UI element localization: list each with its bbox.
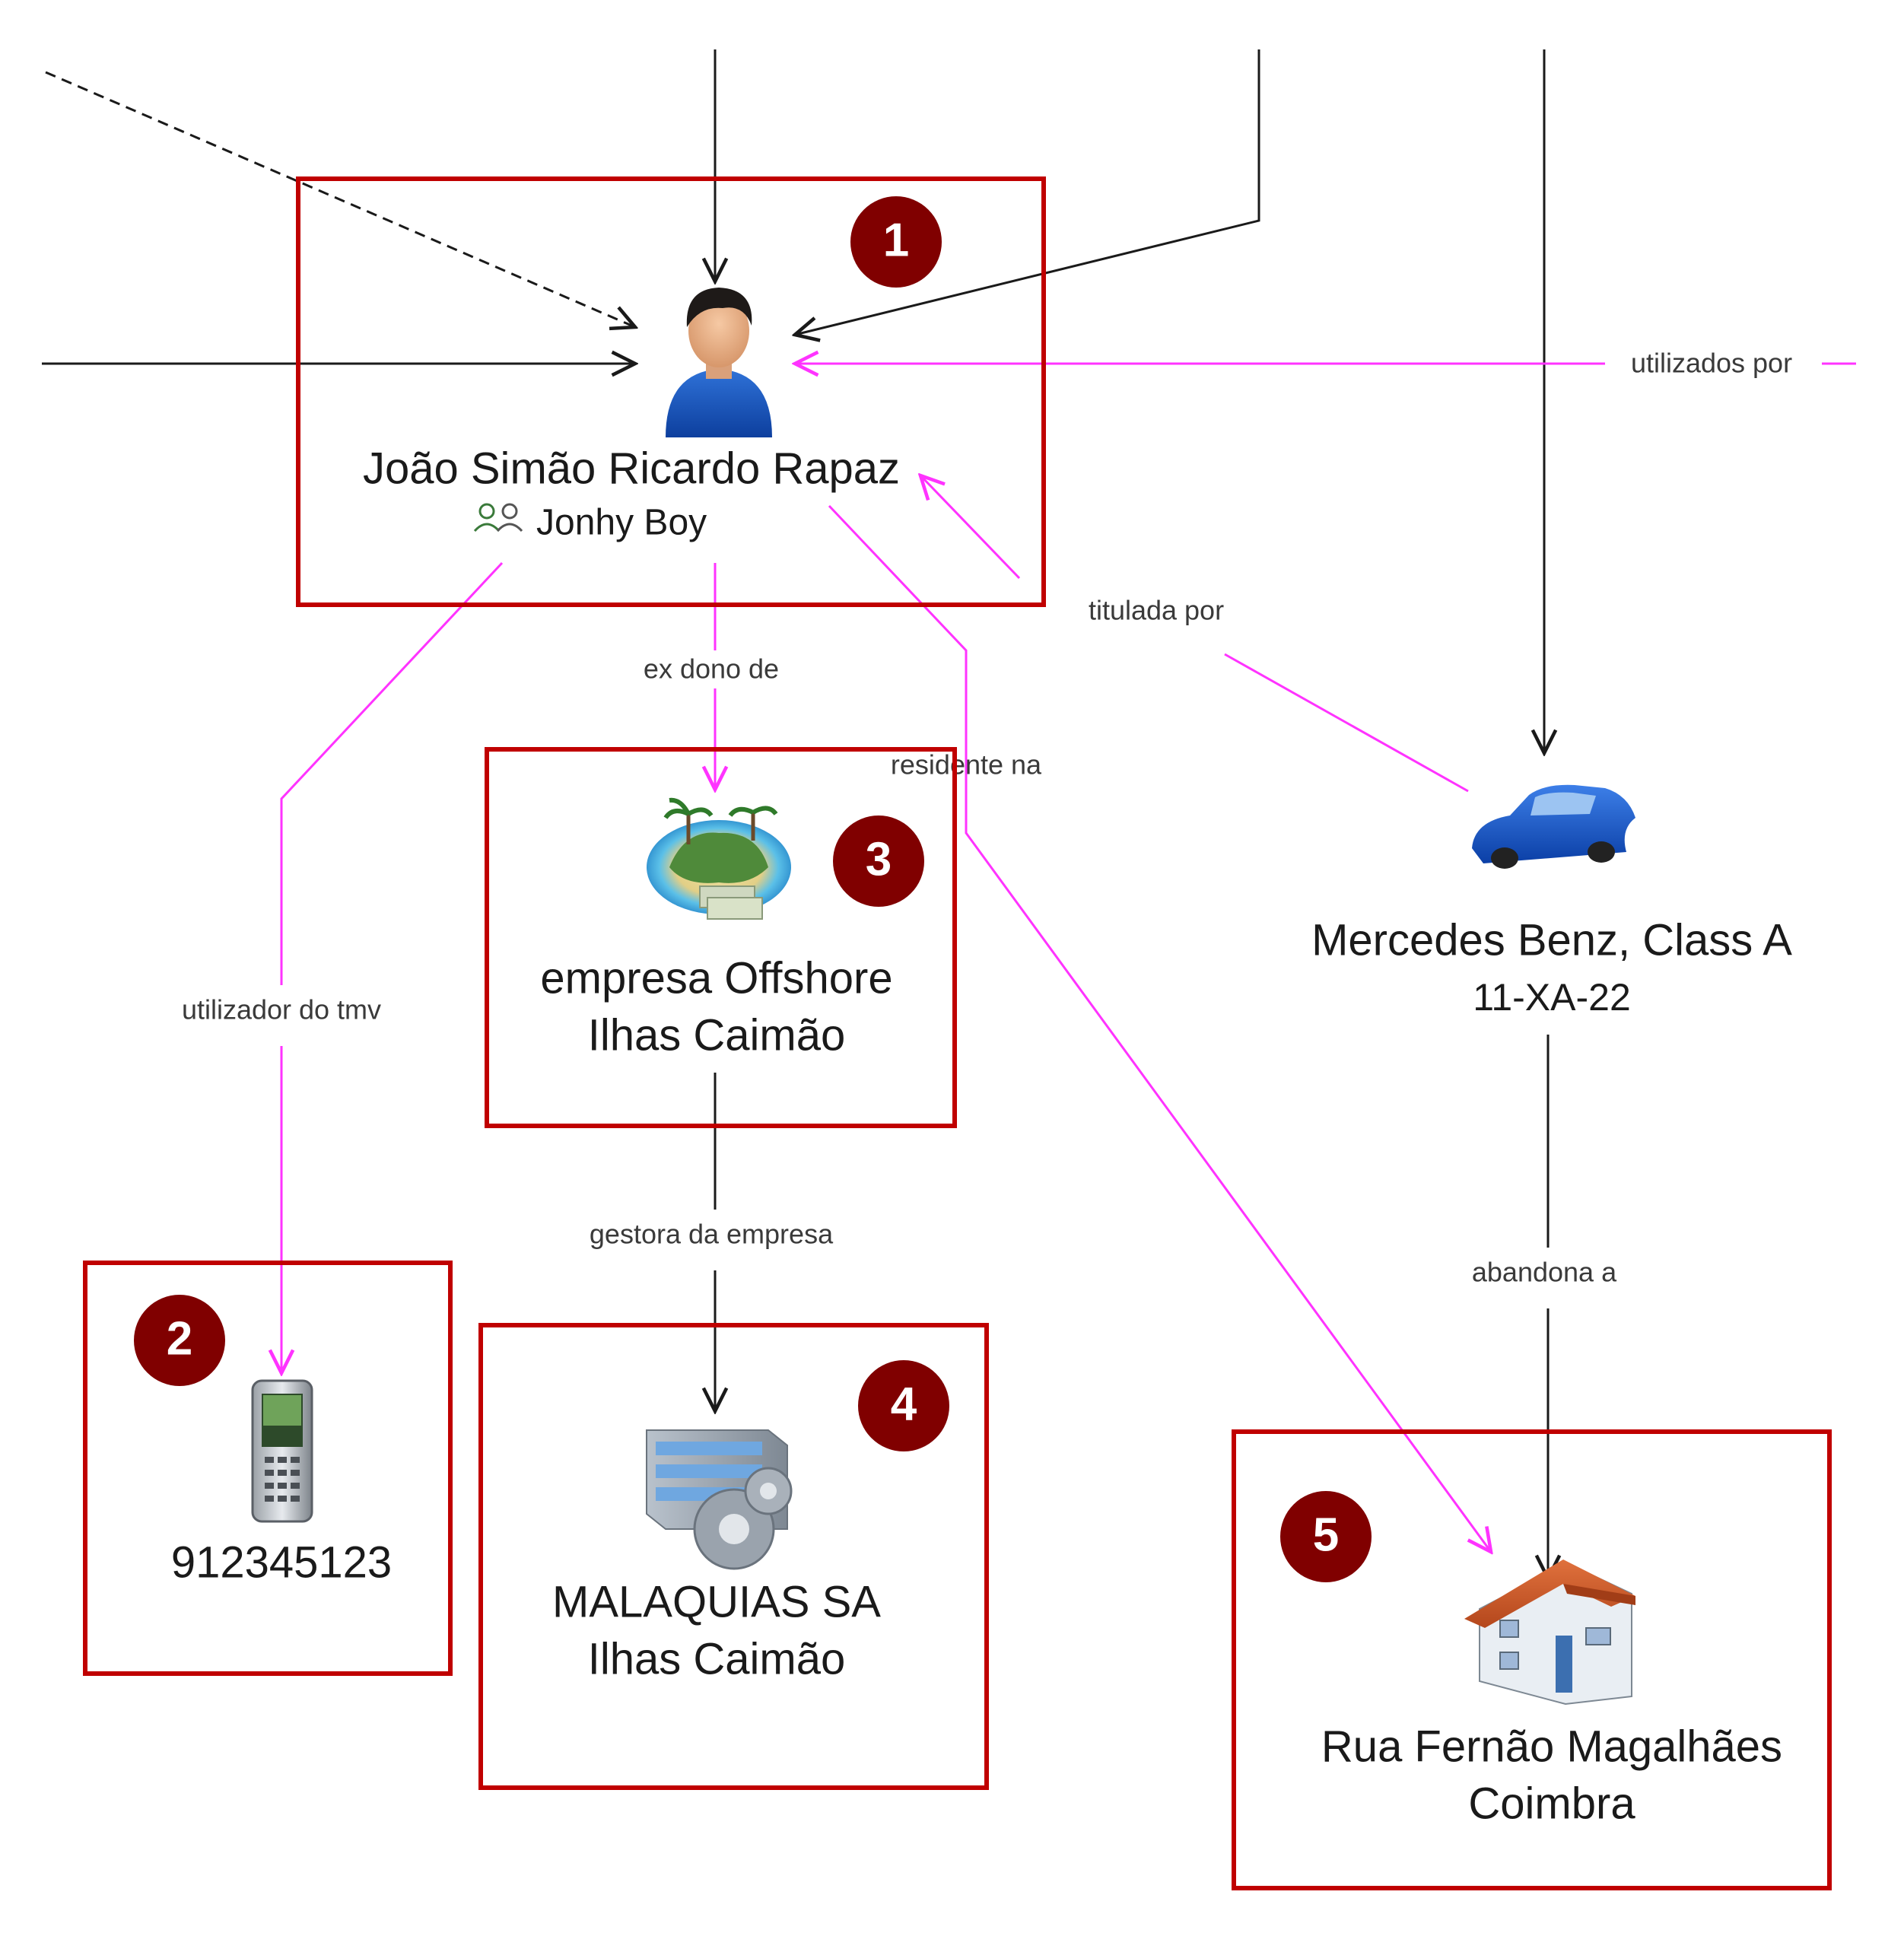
label-ex-dono-de: ex dono de <box>644 653 779 685</box>
island-money-icon <box>647 797 791 920</box>
label-utilizador-do-tmv: utilizador do tmv <box>182 994 381 1025</box>
label-titulada-por: titulada por <box>1089 595 1224 626</box>
edge-titulada-por-lower <box>1224 653 1469 793</box>
edge-utilizador-upper <box>280 561 504 985</box>
person-name: João Simão Ricardo Rapaz <box>363 444 900 493</box>
node-company[interactable]: MALAQUIAS SA Ilhas Caimão <box>552 1429 881 1683</box>
car-icon <box>1472 784 1635 869</box>
number-badges: 1 2 3 4 5 <box>134 196 1372 1582</box>
car-line2: 11-XA-22 <box>1473 976 1631 1019</box>
badge-3: 3 <box>833 815 924 907</box>
node-person[interactable]: João Simão Ricardo Rapaz Jonhy Boy <box>363 288 900 543</box>
label-abandona-a: abandona a <box>1472 1257 1617 1288</box>
node-phone[interactable]: 912345123 <box>171 1379 392 1587</box>
label-gestora-da-empresa: gestora da empresa <box>590 1219 834 1250</box>
svg-text:2: 2 <box>167 1312 192 1365</box>
mobile-phone-icon <box>251 1379 313 1523</box>
label-residente-na: residente na <box>891 749 1042 781</box>
black-edges <box>42 49 1548 1579</box>
svg-text:5: 5 <box>1313 1509 1339 1561</box>
magenta-edges <box>281 364 1856 1552</box>
badge-2: 2 <box>134 1295 225 1386</box>
svg-text:4: 4 <box>891 1378 917 1430</box>
edge-residente-na <box>828 504 1491 1552</box>
company-line1: MALAQUIAS SA <box>552 1577 881 1626</box>
house-icon <box>1464 1559 1635 1706</box>
box-company <box>478 1323 989 1790</box>
address-line2: Coimbra <box>1468 1779 1635 1828</box>
badge-1: 1 <box>850 196 942 288</box>
person-icon <box>666 288 772 437</box>
node-address[interactable]: Rua Fernão Magalhães Coimbra <box>1321 1559 1782 1828</box>
badge-5: 5 <box>1280 1491 1372 1582</box>
box-offshore <box>485 747 957 1128</box>
box-address <box>1232 1429 1832 1890</box>
company-gears-icon <box>646 1429 793 1570</box>
alias-icon <box>473 503 523 533</box>
offshore-line2: Ilhas Caimão <box>588 1010 845 1060</box>
car-line1: Mercedes Benz, Class A <box>1311 915 1792 965</box>
node-offshore[interactable]: empresa Offshore Ilhas Caimão <box>540 797 893 1060</box>
box-phone <box>83 1261 453 1676</box>
label-utilizados-por: utilizados por <box>1631 348 1792 379</box>
person-alias: Jonhy Boy <box>536 503 707 543</box>
address-line1: Rua Fernão Magalhães <box>1321 1722 1782 1771</box>
phone-number: 912345123 <box>171 1537 392 1587</box>
node-car[interactable]: Mercedes Benz, Class A 11-XA-22 <box>1311 784 1792 1019</box>
edge-titulada-por-upper <box>920 475 1021 580</box>
edge-dashed-incoming <box>45 71 635 327</box>
box-person <box>296 176 1046 607</box>
edge-top-right-incoming <box>795 49 1260 335</box>
edge-labels: utilizados por titulada por ex dono de r… <box>182 348 1792 1288</box>
svg-text:1: 1 <box>883 214 909 266</box>
svg-text:3: 3 <box>866 833 892 885</box>
highlight-boxes <box>83 176 1832 1890</box>
badge-4: 4 <box>858 1360 949 1451</box>
offshore-line1: empresa Offshore <box>540 953 892 1003</box>
company-line2: Ilhas Caimão <box>588 1634 845 1683</box>
